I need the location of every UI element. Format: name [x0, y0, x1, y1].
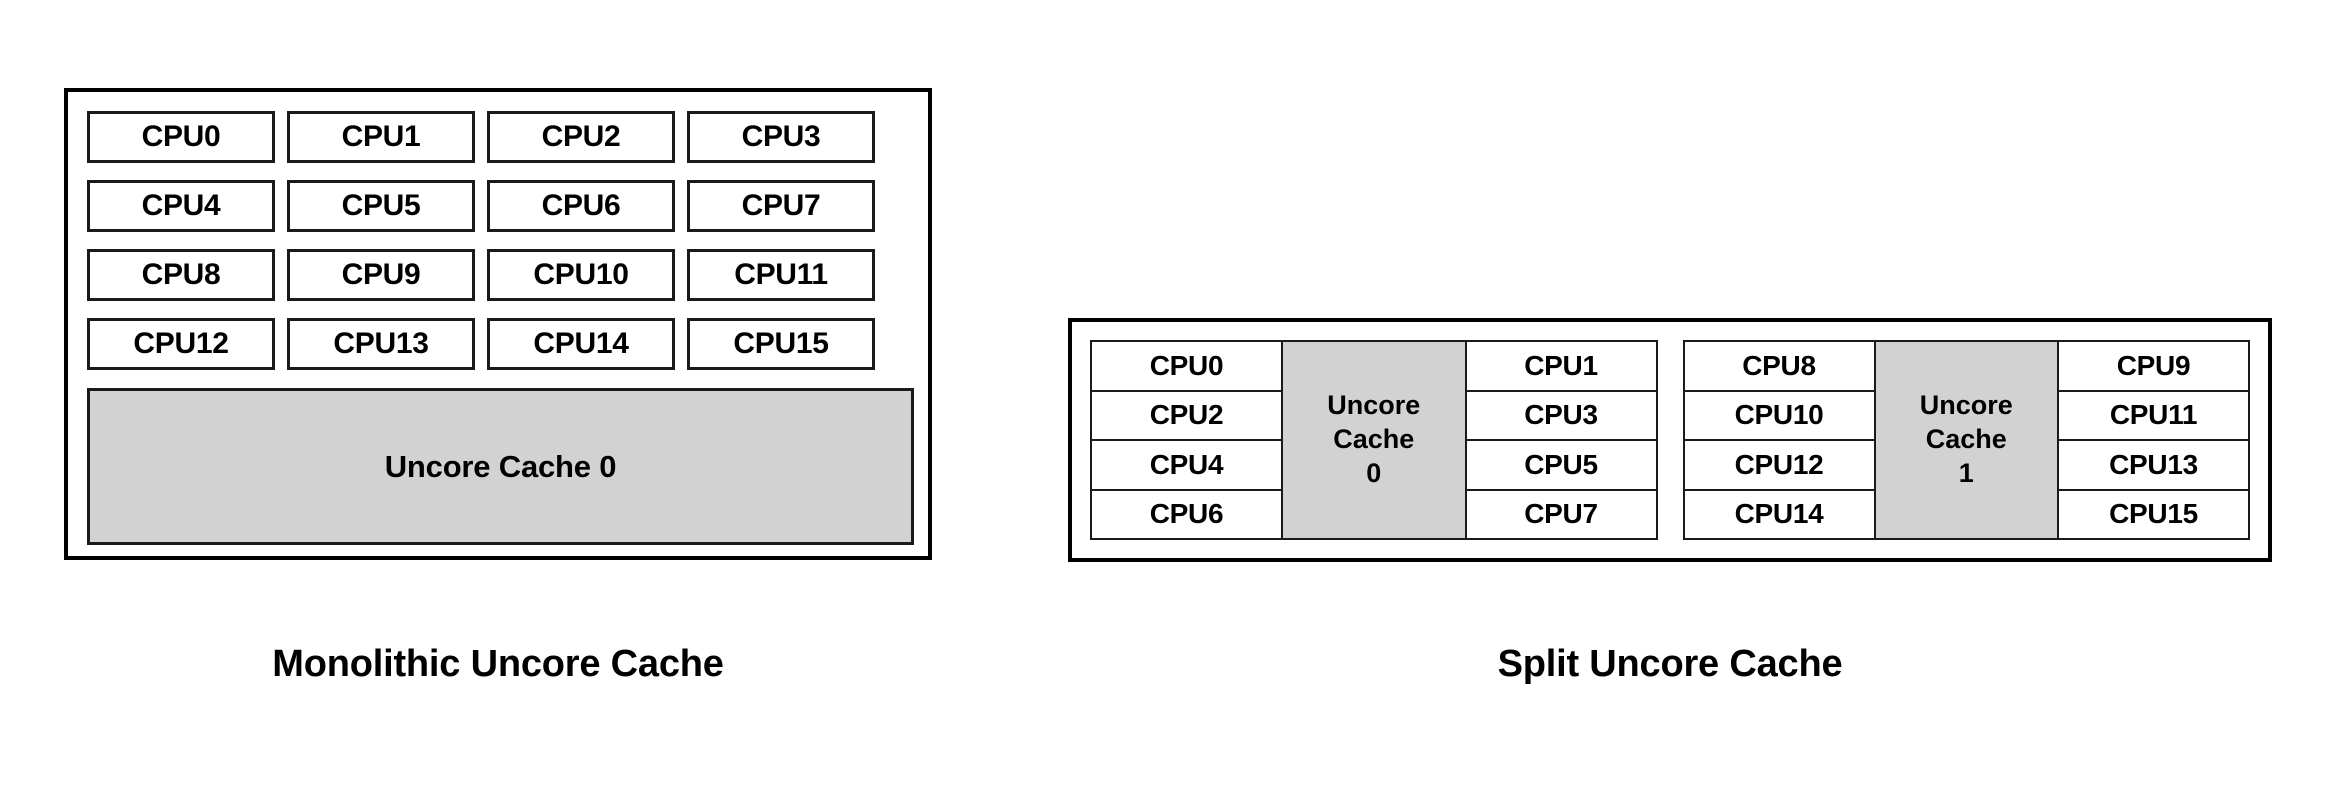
- cpu-box: CPU5: [287, 180, 475, 232]
- cpu-cell: CPU5: [1464, 439, 1658, 491]
- cpu-cell: CPU13: [2057, 439, 2250, 491]
- cpu-column-right: CPU9 CPU11 CPU13 CPU15: [2057, 340, 2250, 540]
- cpu-box: CPU12: [87, 318, 275, 370]
- cpu-cell: CPU6: [1090, 488, 1283, 540]
- cpu-box: CPU11: [687, 249, 875, 301]
- split-groups: CPU0 CPU2 CPU4 CPU6 Uncore Cache 0 CPU1 …: [1090, 340, 2250, 540]
- cpu-cell: CPU12: [1682, 439, 1876, 491]
- uncore-cache-block: Uncore Cache 0: [1281, 340, 1467, 540]
- monolithic-cpu-grid: CPU0 CPU1 CPU2 CPU3 CPU4 CPU5 CPU6 CPU7 …: [87, 111, 914, 370]
- cpu-box: CPU6: [487, 180, 675, 232]
- cpu-box: CPU14: [487, 318, 675, 370]
- cpu-cell: CPU1: [1464, 340, 1658, 392]
- monolithic-uncore-cache-diagram: CPU0 CPU1 CPU2 CPU3 CPU4 CPU5 CPU6 CPU7 …: [64, 88, 932, 560]
- cpu-box: CPU1: [287, 111, 475, 163]
- cpu-box: CPU9: [287, 249, 475, 301]
- cpu-column-left: CPU8 CPU10 CPU12 CPU14: [1682, 340, 1876, 540]
- cpu-cell: CPU11: [2057, 389, 2250, 441]
- split-group: CPU0 CPU2 CPU4 CPU6 Uncore Cache 0 CPU1 …: [1090, 340, 1658, 540]
- cpu-cell: CPU4: [1090, 439, 1283, 491]
- monolithic-caption: Monolithic Uncore Cache: [272, 643, 724, 685]
- cache-label-line: 1: [1958, 457, 1974, 488]
- cpu-cell: CPU9: [2057, 340, 2250, 392]
- cpu-box: CPU10: [487, 249, 675, 301]
- uncore-cache-block: Uncore Cache 0: [87, 388, 914, 545]
- cache-label-line: Uncore: [1919, 390, 2013, 421]
- cpu-cell: CPU2: [1090, 389, 1283, 441]
- cpu-box: CPU0: [87, 111, 275, 163]
- cpu-cell: CPU15: [2057, 488, 2250, 540]
- cache-label-line: Cache: [1333, 424, 1415, 455]
- cpu-box: CPU15: [687, 318, 875, 370]
- cache-label-line: 0: [1366, 457, 1382, 488]
- cpu-box: CPU2: [487, 111, 675, 163]
- cpu-box: CPU3: [687, 111, 875, 163]
- cpu-cell: CPU3: [1464, 389, 1658, 441]
- split-group: CPU8 CPU10 CPU12 CPU14 Uncore Cache 1 CP…: [1682, 340, 2250, 540]
- cpu-cell: CPU14: [1682, 488, 1876, 540]
- cpu-column-left: CPU0 CPU2 CPU4 CPU6: [1090, 340, 1283, 540]
- cpu-cell: CPU8: [1682, 340, 1876, 392]
- split-caption: Split Uncore Cache: [1497, 643, 1843, 685]
- cpu-box: CPU13: [287, 318, 475, 370]
- cpu-cell: CPU10: [1682, 389, 1876, 441]
- cache-label-line: Uncore: [1327, 390, 1421, 421]
- cpu-cell: CPU0: [1090, 340, 1283, 392]
- cpu-box: CPU4: [87, 180, 275, 232]
- cpu-box: CPU8: [87, 249, 275, 301]
- cpu-cell: CPU7: [1464, 488, 1658, 540]
- split-uncore-cache-diagram: CPU0 CPU2 CPU4 CPU6 Uncore Cache 0 CPU1 …: [1068, 318, 2272, 562]
- uncore-cache-block: Uncore Cache 1: [1873, 340, 2059, 540]
- cpu-box: CPU7: [687, 180, 875, 232]
- cpu-column-right: CPU1 CPU3 CPU5 CPU7: [1464, 340, 1658, 540]
- cache-label-line: Cache: [1925, 424, 2007, 455]
